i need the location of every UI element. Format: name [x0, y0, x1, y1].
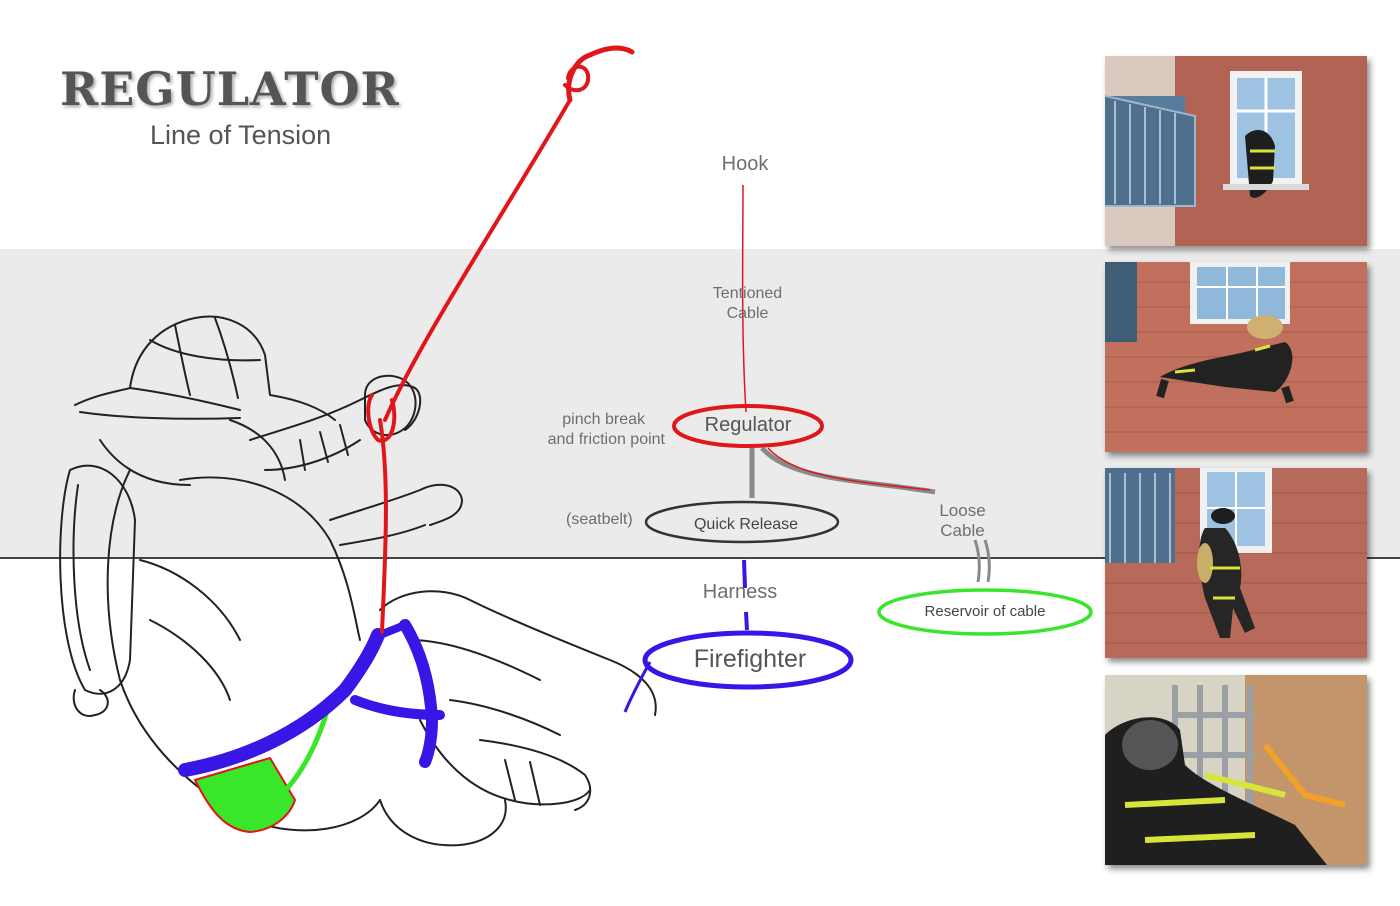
- regulator-ellipse: [672, 404, 824, 448]
- photo-3: [1105, 468, 1367, 658]
- seatbelt-label: (seatbelt): [566, 511, 633, 528]
- quick-release-label: Quick Release: [693, 516, 799, 533]
- harness-straps: [178, 619, 445, 777]
- firefighter-exits-window-photo: [1105, 56, 1367, 246]
- photo-2: [1105, 262, 1367, 452]
- regulator-label: Regulator: [704, 414, 792, 436]
- quick-release-ellipse: [644, 500, 840, 544]
- loose-cable-to-reservoir-line: [973, 539, 991, 583]
- reservoir-ellipse: [877, 588, 1093, 636]
- firefighter-tail-line: [623, 661, 652, 713]
- horizon-line: [0, 557, 1400, 559]
- loose-cable-red-strand: [767, 447, 931, 491]
- quick-release-to-firefighter-line: [742, 559, 749, 631]
- firefighter-label: Firefighter: [693, 645, 807, 673]
- tension-line: [366, 45, 635, 634]
- reservoir-pouch-fill: [193, 756, 297, 834]
- photo-1: [1105, 56, 1367, 246]
- loose-cable-line: [760, 446, 936, 495]
- reservoir-label: Reservoir of cable: [924, 603, 1046, 620]
- firefighter-descends-wall-photo: [1105, 262, 1367, 452]
- firefighter-closeup-regulator-photo: [1105, 675, 1367, 865]
- harness-label: Harness: [702, 581, 778, 603]
- photo-4: [1105, 675, 1367, 865]
- hook-label: Hook: [721, 153, 769, 175]
- page-title: REGULATOR: [60, 62, 400, 116]
- firefighter-ellipse: [642, 630, 854, 690]
- page-subtitle: Line of Tension: [150, 120, 332, 150]
- hook-to-regulator-line: [741, 184, 747, 413]
- firefighter-on-wall-photo: [1105, 468, 1367, 658]
- firefighter-sketch: [59, 315, 657, 847]
